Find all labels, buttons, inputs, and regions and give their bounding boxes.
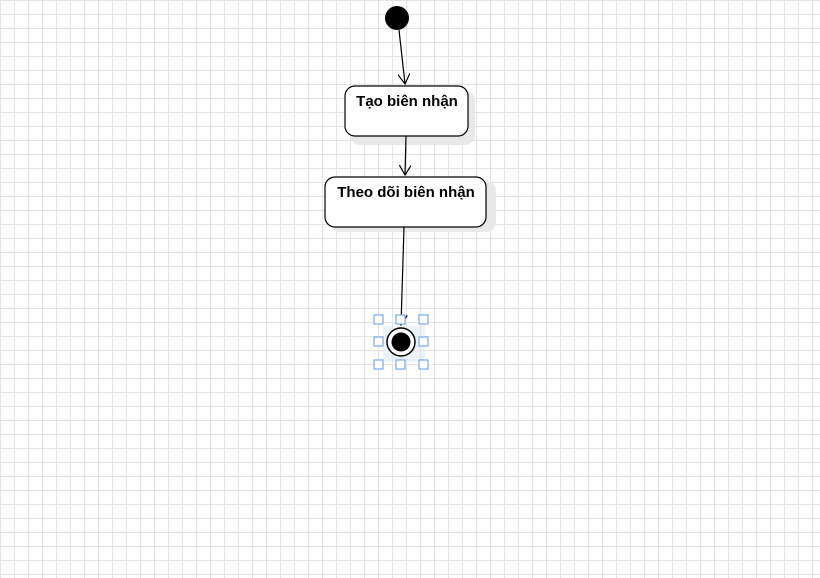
resize-handle-right[interactable]: [418, 336, 429, 347]
resize-handle-top[interactable]: [395, 314, 406, 325]
resize-handle-bottom-left[interactable]: [373, 359, 384, 370]
resize-handle-bottom-right[interactable]: [418, 359, 429, 370]
activity-track-receipt-label: Theo dõi biên nhận: [337, 184, 475, 201]
final-state-dot: [391, 332, 411, 352]
transition-track-to-final[interactable]: [401, 226, 404, 325]
activity-track-receipt-box: [324, 176, 487, 228]
transition-initial-to-create[interactable]: [399, 29, 405, 84]
selection-handles: [373, 314, 429, 370]
resize-handle-top-left[interactable]: [373, 314, 384, 325]
initial-state[interactable]: [385, 6, 409, 30]
final-state[interactable]: [383, 326, 425, 362]
activity-create-receipt[interactable]: Tạo biên nhận: [344, 85, 475, 145]
resize-handle-bottom[interactable]: [395, 359, 406, 370]
activity-create-receipt-box: [344, 85, 469, 137]
resize-handle-left[interactable]: [373, 336, 384, 347]
activity-create-receipt-label: Tạo biên nhận: [356, 93, 458, 110]
transition-create-to-track[interactable]: [405, 135, 406, 175]
activity-track-receipt[interactable]: Theo dõi biên nhận: [324, 176, 496, 232]
resize-handle-top-right[interactable]: [418, 314, 429, 325]
